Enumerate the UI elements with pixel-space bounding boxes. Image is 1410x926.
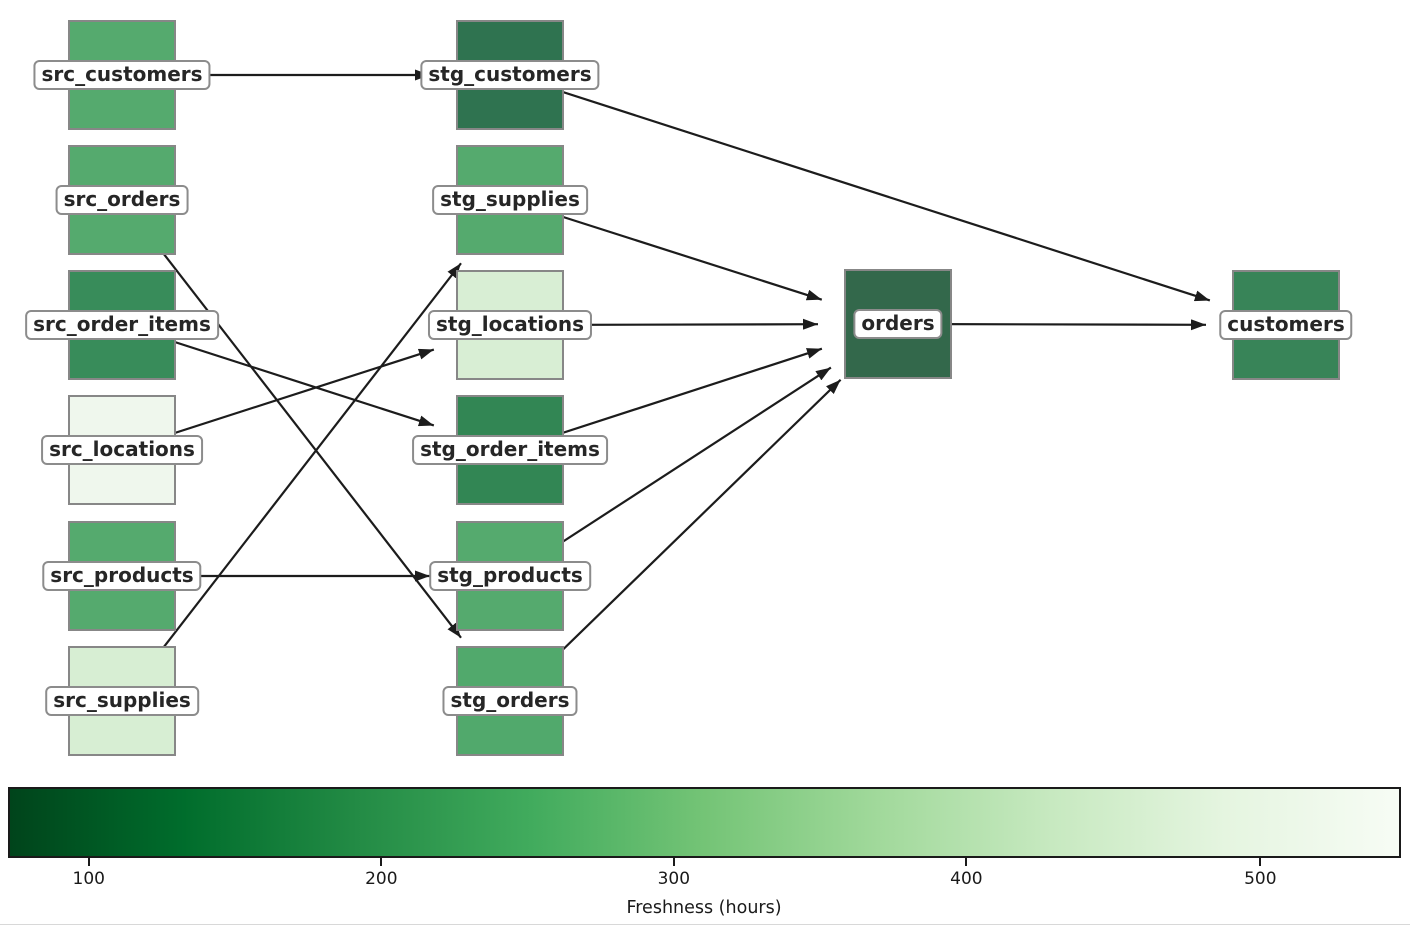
colorbar-tick-label-200: 200	[365, 869, 398, 889]
colorbar-tick-mark-200	[380, 858, 383, 866]
edge-src_supplies-to-stg_supplies	[121, 262, 462, 702]
node-label-stg_orders: stg_orders	[442, 686, 578, 716]
colorbar-tick-mark-100	[87, 858, 90, 866]
colorbar-tick-mark-400	[965, 858, 968, 866]
colorbar-tick-label-400: 400	[950, 869, 983, 889]
colorbar-tick-mark-300	[672, 858, 675, 866]
node-label-src_supplies: src_supplies	[45, 686, 199, 716]
figure-bottom-rule	[0, 924, 1410, 925]
node-label-stg_supplies: stg_supplies	[432, 185, 588, 215]
node-label-src_products: src_products	[42, 561, 202, 591]
node-label-stg_order_items: stg_order_items	[412, 435, 608, 465]
node-label-stg_customers: stg_customers	[420, 60, 600, 90]
node-label-src_orders: src_orders	[55, 185, 189, 215]
node-label-customers: customers	[1219, 310, 1353, 340]
colorbar-tick-label-500: 500	[1244, 869, 1277, 889]
edge-src_orders-to-stg_orders	[121, 199, 462, 639]
node-label-stg_products: stg_products	[429, 561, 591, 591]
colorbar-tick-label-100: 100	[72, 869, 106, 889]
colorbar-tick-label-300: 300	[657, 869, 691, 889]
node-label-src_customers: src_customers	[33, 60, 211, 90]
edge-stg_orders-to-orders	[509, 378, 842, 702]
edge-stg_customers-to-customers	[509, 73, 1211, 302]
colorbar-tick-mark-500	[1259, 858, 1262, 866]
node-label-src_order_items: src_order_items	[25, 310, 219, 340]
colorbar-gradient-bar	[8, 787, 1401, 858]
node-label-stg_locations: stg_locations	[427, 310, 593, 340]
colorbar-axis-label: Freshness (hours)	[626, 898, 782, 918]
node-label-orders: orders	[853, 309, 943, 339]
node-label-src_locations: src_locations	[41, 435, 203, 465]
